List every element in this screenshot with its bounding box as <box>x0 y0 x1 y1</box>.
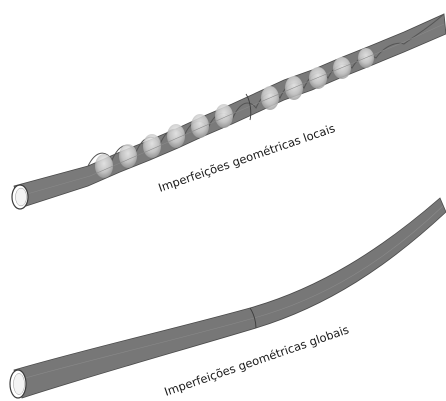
tube-local-imperfections <box>12 14 446 209</box>
